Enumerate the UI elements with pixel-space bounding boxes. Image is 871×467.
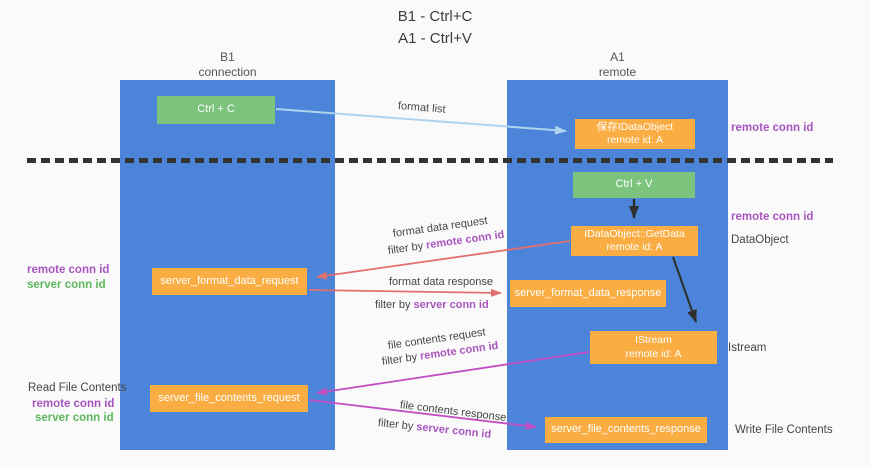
server-conn-id-text: server conn id (413, 299, 489, 311)
left-column-role: connection (198, 65, 257, 79)
left-server-conn-id-top: server conn id (27, 279, 106, 291)
idataobject-getdata-line1: IDataObject::GetData (584, 227, 685, 240)
server-format-data-response-label: server_format_data_response (514, 286, 662, 299)
server-format-data-request-box: server_format_data_request (152, 268, 307, 295)
filter-by-text: filter by (377, 417, 417, 433)
server-file-contents-request-box: server_file_contents_request (150, 385, 308, 412)
left-remote-conn-id-bottom: remote conn id (32, 398, 115, 410)
left-remote-conn-id-top: remote conn id (27, 264, 110, 276)
phase-separator-dashed-line (27, 158, 833, 163)
right-remote-conn-id-mid: remote conn id (731, 211, 814, 223)
ctrl-c-box: Ctrl + C (157, 96, 275, 124)
right-column-name: A1 (610, 50, 625, 64)
filter-by-server-conn-id-label-1: filter by server conn id (375, 299, 489, 311)
istream-line1: IStream (635, 334, 672, 347)
right-remote-conn-id-top: remote conn id (731, 122, 814, 134)
idataobject-getdata-line2: remote id: A (606, 241, 663, 253)
save-idataobject-line1: 保存IDataObject (596, 120, 674, 133)
save-idataobject-line2: remote id: A (606, 134, 664, 146)
idataobject-getdata-box: IDataObject::GetData remote id: A (571, 226, 698, 256)
ctrl-v-box: Ctrl + V (573, 172, 695, 198)
left-column-name: B1 (220, 50, 235, 64)
arrow-format-data-response (308, 288, 502, 297)
server-file-contents-request-label: server_file_contents_request (158, 391, 300, 404)
title-line-1: B1 - Ctrl+C (397, 8, 473, 25)
server-file-contents-response-box: server_file_contents_response (545, 417, 707, 443)
ctrl-v-label: Ctrl + V (615, 178, 653, 191)
title-line-2: A1 - Ctrl+V (398, 29, 472, 47)
istream-line2: remote id: A (625, 347, 682, 360)
server-file-contents-response-label: server_file_contents_response (551, 423, 701, 436)
filter-by-text: filter by (387, 239, 427, 257)
format-list-label: format list (397, 100, 447, 116)
save-idataobject-box: 保存IDataObject remote id: A (575, 119, 695, 149)
istream-side-label: Istream (728, 342, 767, 354)
right-column-header: A1 remote (507, 50, 728, 80)
format-data-response-label: format data response (389, 276, 493, 288)
server-format-data-request-label: server_format_data_request (160, 274, 299, 287)
filter-by-text: filter by (375, 299, 414, 311)
right-column-role: remote (598, 65, 637, 79)
diagram-title: B1 - Ctrl+C A1 - Ctrl+V (285, 6, 585, 50)
left-server-conn-id-bottom: server conn id (35, 412, 114, 424)
filter-by-server-conn-id-label-2: filter by server conn id (377, 417, 491, 441)
server-format-data-response-box: server_format_data_response (510, 280, 666, 307)
server-conn-id-text: server conn id (415, 421, 492, 441)
dataobject-label: DataObject (731, 234, 789, 246)
left-column-header: B1 connection (120, 50, 335, 80)
ctrl-c-label: Ctrl + C (197, 103, 235, 116)
filter-by-text: filter by (381, 350, 421, 368)
read-file-contents-label: Read File Contents (28, 382, 127, 394)
istream-box: IStream remote id: A (590, 331, 717, 364)
write-file-contents-label: Write File Contents (735, 424, 833, 436)
